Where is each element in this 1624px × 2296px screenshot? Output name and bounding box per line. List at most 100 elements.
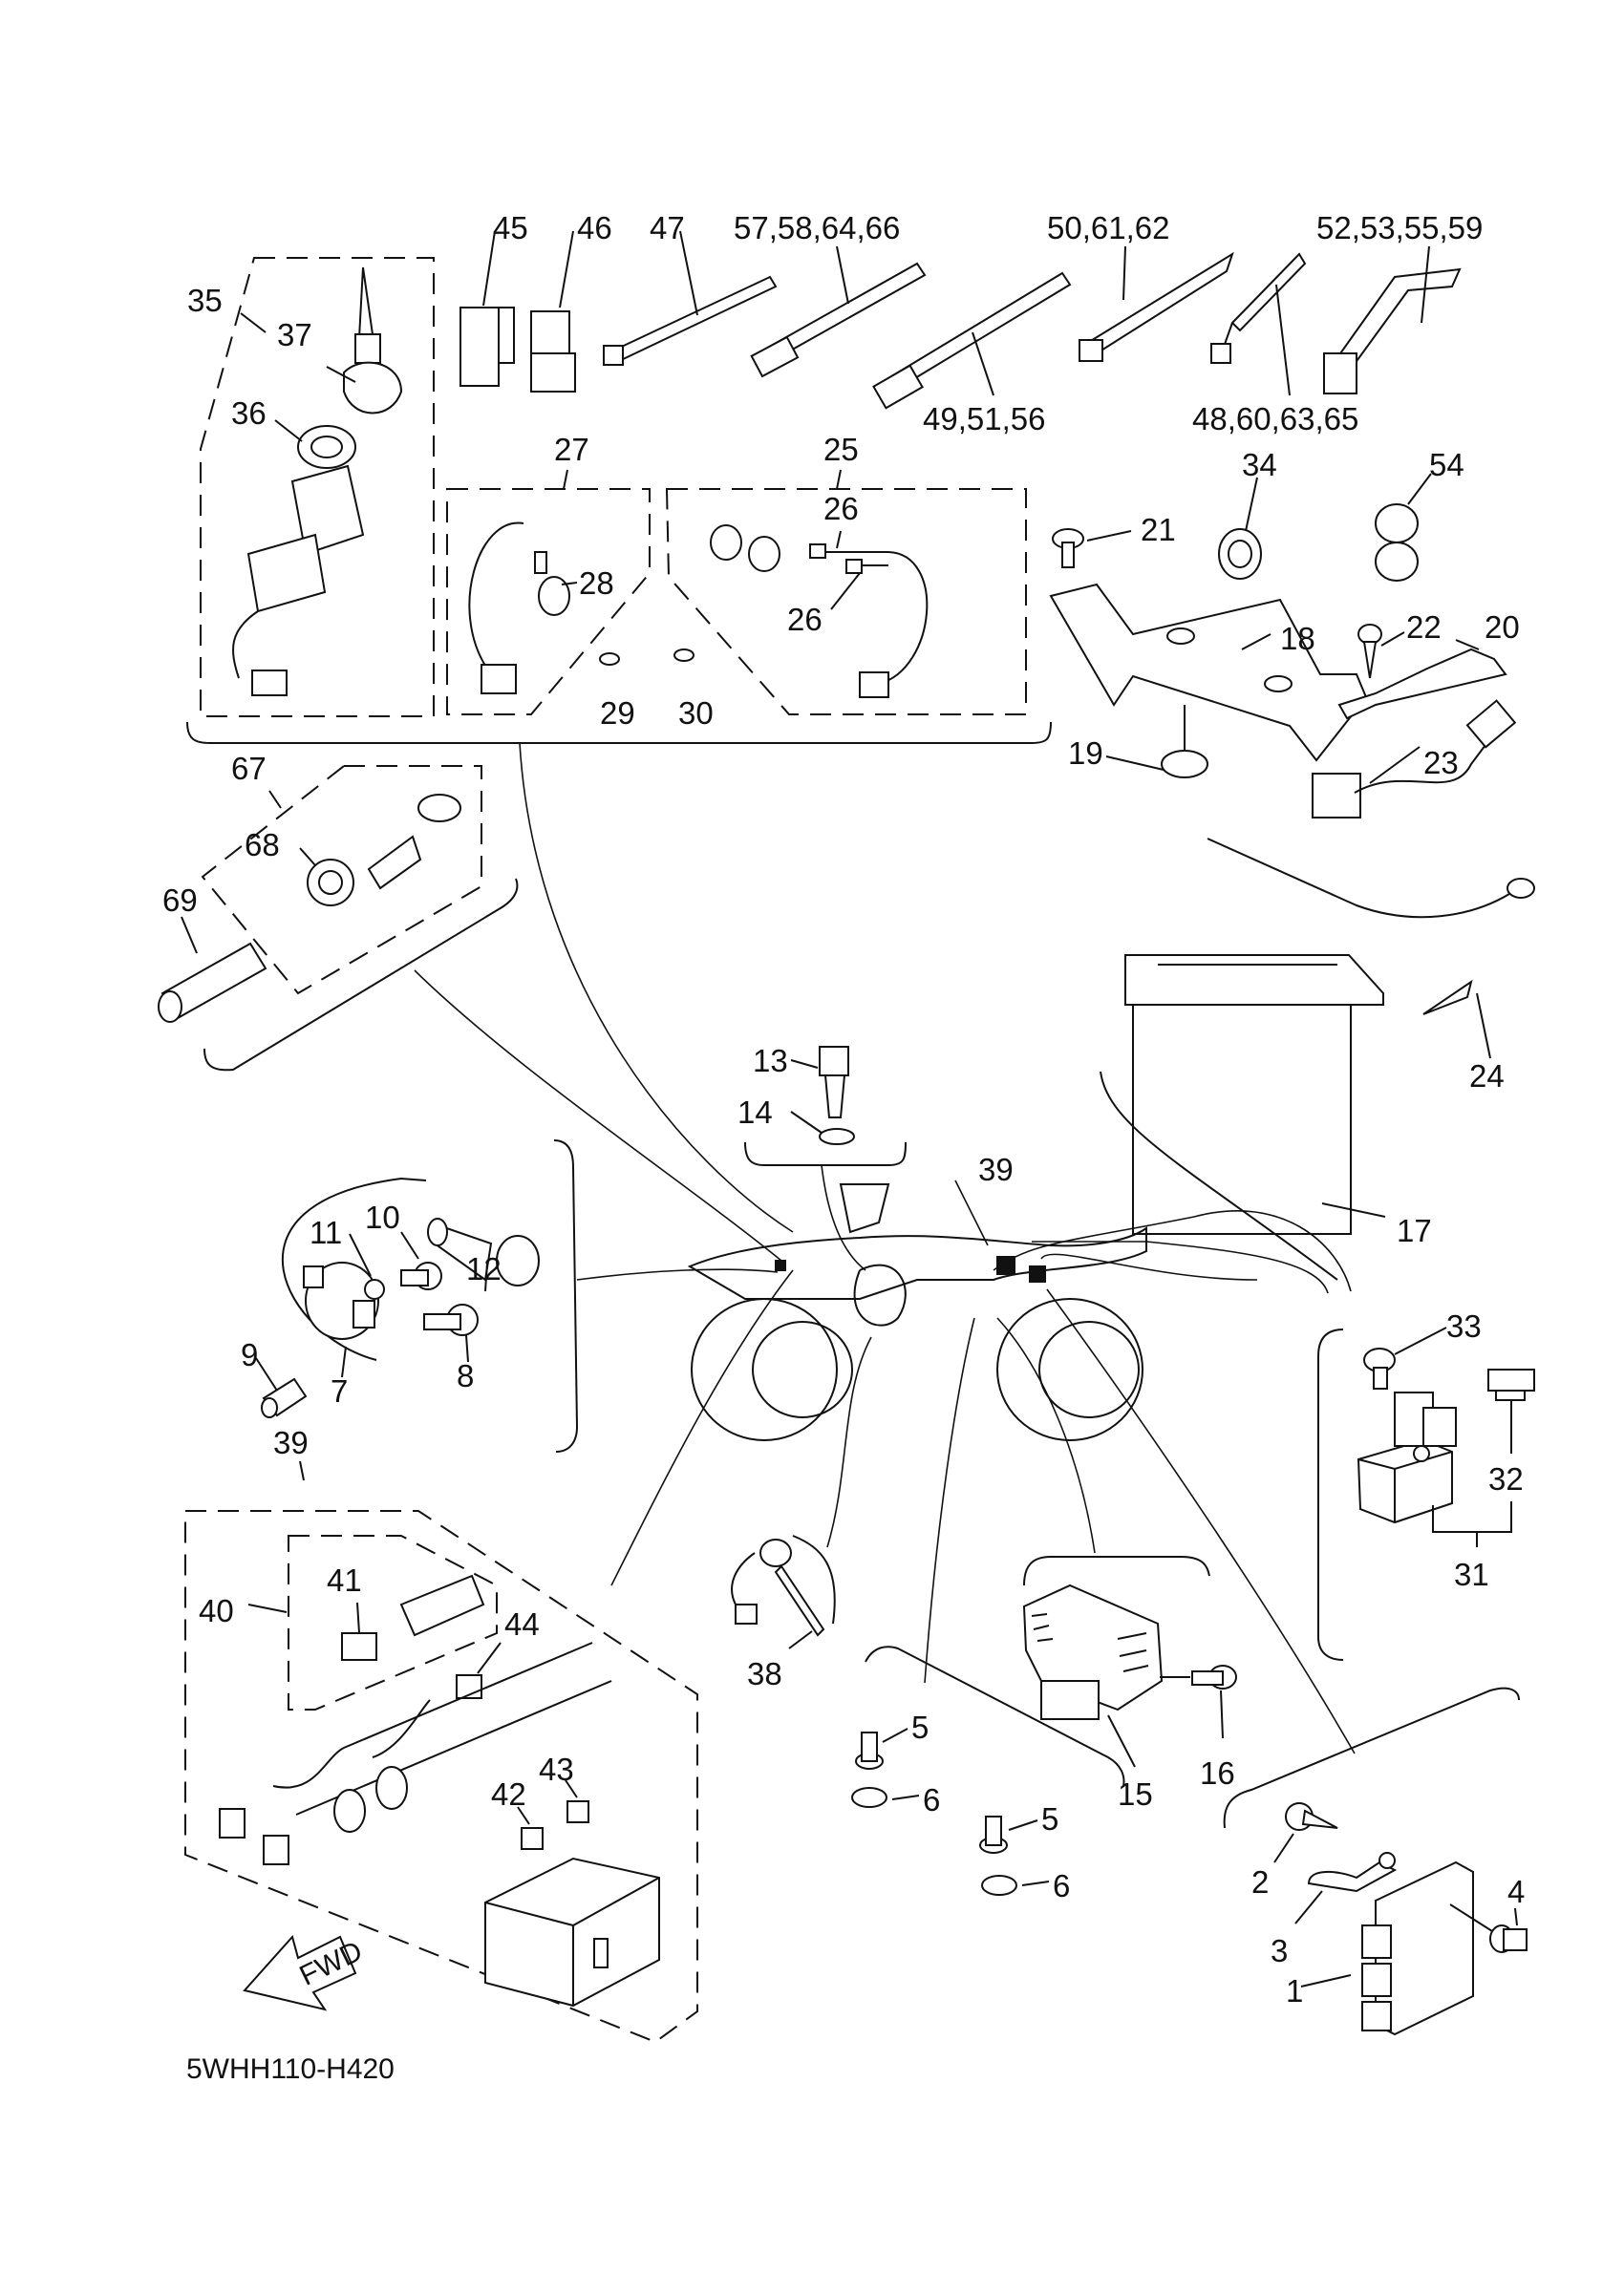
clamp-34 — [1218, 528, 1262, 580]
callout-39-upper: 39 — [978, 1152, 1014, 1187]
callout-20: 20 — [1485, 609, 1520, 645]
callout-47: 47 — [650, 210, 685, 245]
callout-8: 8 — [457, 1358, 474, 1393]
leader-curve — [576, 1268, 779, 1281]
callout-27: 27 — [554, 432, 589, 467]
leader-curve — [924, 1317, 975, 1684]
main-switch-body — [232, 464, 365, 696]
callout-10: 10 — [365, 1200, 400, 1235]
callout-13: 13 — [753, 1043, 788, 1078]
callout-2: 2 — [1251, 1864, 1269, 1900]
fuse-43 — [566, 1800, 589, 1823]
callout-54: 54 — [1429, 447, 1464, 482]
bolt-21 — [1052, 528, 1084, 568]
spark-plug-cap-12 — [427, 1218, 540, 1286]
callout-9: 9 — [241, 1337, 258, 1372]
wire-harness-39 — [219, 1642, 612, 1865]
fuse-box — [484, 1857, 660, 2008]
lock-nut-36 — [297, 425, 356, 469]
wire-25 — [710, 524, 929, 698]
fuse-42 — [521, 1827, 544, 1850]
screw-2 — [1285, 1802, 1338, 1831]
group-bracket-battery — [1100, 1071, 1338, 1281]
leader-curve — [1046, 1288, 1356, 1754]
fuse-41 — [341, 1574, 485, 1661]
leader-curve — [519, 742, 794, 1233]
callout-5-lower: 5 — [1041, 1801, 1058, 1837]
callout-57-58-64-66: 57,58,64,66 — [734, 210, 900, 245]
callout-24: 24 — [1469, 1058, 1505, 1094]
group-bracket-cdi — [1223, 1687, 1520, 1829]
callout-17: 17 — [1397, 1213, 1432, 1248]
callout-50-61-62: 50,61,62 — [1047, 210, 1169, 245]
callout-12: 12 — [466, 1251, 502, 1286]
callout-68: 68 — [245, 827, 280, 862]
clamp-54 — [1375, 503, 1419, 582]
grommet-19 — [1161, 705, 1208, 778]
bolt-5-upper — [855, 1732, 884, 1770]
callout-43: 43 — [539, 1752, 574, 1787]
collar-9 — [261, 1377, 308, 1418]
cable-tie-48-60-63-65 — [1210, 252, 1307, 396]
screw-22 — [1357, 624, 1382, 679]
nut-68 — [307, 859, 354, 906]
callout-4: 4 — [1507, 1874, 1525, 1909]
callout-33: 33 — [1446, 1308, 1482, 1344]
callout-14: 14 — [737, 1095, 773, 1130]
group-67-outline — [201, 765, 482, 995]
callout-69: 69 — [162, 882, 198, 918]
fastener-4 — [1489, 1924, 1528, 1953]
drawing-code: 5WHH110-H420 — [186, 2053, 395, 2085]
group-bracket-relay — [1317, 1329, 1344, 1661]
callout-19: 19 — [1068, 735, 1103, 771]
bolt-5-lower — [979, 1816, 1008, 1854]
callout-37: 37 — [277, 317, 312, 352]
wire-27 — [468, 521, 570, 694]
leader-curve — [1040, 1253, 1258, 1281]
callout-6-upper: 6 — [923, 1782, 940, 1818]
callout-25: 25 — [823, 432, 859, 467]
leader-curve — [996, 1317, 1096, 1554]
battery-cable-24 — [1207, 838, 1535, 1015]
callout-52-53-55-59: 52,53,55,59 — [1316, 210, 1483, 245]
callout-5-upper: 5 — [911, 1710, 929, 1745]
plug-69 — [158, 942, 267, 1023]
callout-30: 30 — [678, 695, 714, 731]
callout-41: 41 — [327, 1563, 362, 1598]
group-39-outline — [184, 1510, 698, 2044]
callout-29: 29 — [600, 695, 635, 731]
group-25-outline — [665, 488, 1027, 715]
group-bracket-rectifier — [1023, 1556, 1210, 1586]
callout-7: 7 — [331, 1373, 348, 1409]
leader-curve — [826, 1336, 872, 1548]
bolt-8 — [423, 1304, 479, 1336]
group-35-outline — [200, 257, 435, 717]
key-37 — [343, 266, 403, 415]
connector-44 — [456, 1674, 482, 1699]
callout-11: 11 — [310, 1215, 342, 1250]
bolt-16 — [1191, 1665, 1237, 1690]
group-bracket-bolts — [865, 1646, 1125, 1787]
callout-48-60-63-65: 48,60,63,65 — [1192, 401, 1358, 436]
clamp-3 — [1307, 1852, 1398, 1893]
washer-14 — [819, 1128, 855, 1145]
callout-42: 42 — [491, 1776, 526, 1812]
cable-tie-49-51-56 — [872, 271, 1072, 410]
callout-40: 40 — [199, 1593, 234, 1628]
plug-29 — [599, 652, 620, 666]
group-bracket-top — [186, 721, 1052, 744]
washer-6-upper — [851, 1787, 887, 1808]
callout-26-upper: 26 — [823, 491, 859, 526]
ignition-coil-7 — [281, 1177, 427, 1361]
socket-67 — [367, 794, 461, 890]
callout-39-lower: 39 — [273, 1425, 309, 1460]
leader-curve — [954, 1180, 989, 1246]
callout-49-51-56: 49,51,56 — [923, 401, 1045, 436]
callout-1: 1 — [1286, 1973, 1303, 2009]
callout-44: 44 — [504, 1606, 540, 1642]
battery-17 — [1124, 954, 1384, 1235]
cable-tie-57-58-64-66 — [750, 245, 927, 378]
connector-46 — [530, 230, 576, 393]
callout-15: 15 — [1118, 1776, 1153, 1812]
